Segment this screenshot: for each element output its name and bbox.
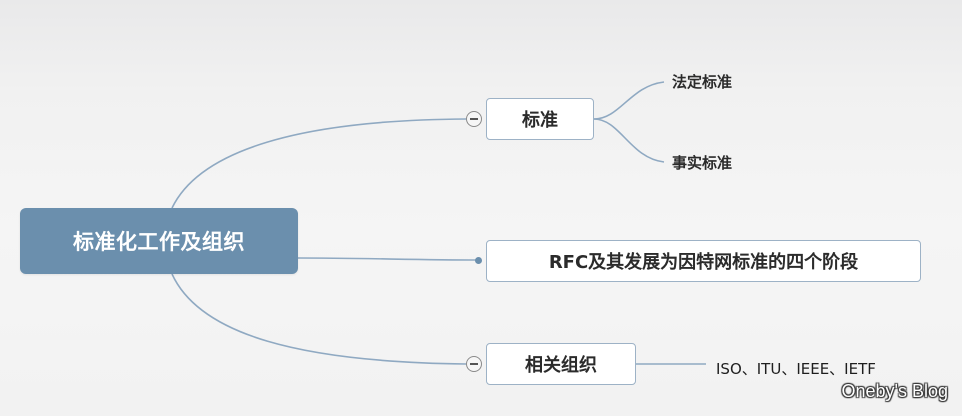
connector-standard-legal [593, 81, 665, 120]
connector-standard-defacto [593, 118, 665, 163]
subtopic-defacto-standard[interactable]: 事实标准 [672, 154, 733, 172]
topic-rfc[interactable]: RFC及其发展为因特网标准的四个阶段 [486, 240, 921, 282]
topic-rfc-label: RFC及其发展为因特网标准的四个阶段 [548, 252, 859, 273]
topic-standard[interactable]: 标准 [486, 98, 594, 140]
topic-org-label: 相关组织 [525, 355, 597, 376]
connector-root-standard [171, 118, 467, 209]
branch-dot-icon [475, 257, 482, 264]
connector-root-org [171, 273, 467, 365]
connector-root-rfc [297, 257, 479, 261]
collapse-standard-icon[interactable] [466, 111, 482, 127]
subtopic-org-list[interactable]: ISO、ITU、IEEE、IETF [716, 360, 876, 378]
watermark-text: Oneby's Blog [841, 381, 949, 401]
root-topic[interactable]: 标准化工作及组织 [20, 208, 298, 274]
root-topic-label: 标准化工作及组织 [73, 230, 245, 254]
subtopic-legal-standard[interactable]: 法定标准 [672, 73, 733, 91]
topic-org[interactable]: 相关组织 [486, 343, 636, 385]
topic-standard-label: 标准 [522, 110, 558, 131]
collapse-org-icon[interactable] [466, 356, 482, 372]
